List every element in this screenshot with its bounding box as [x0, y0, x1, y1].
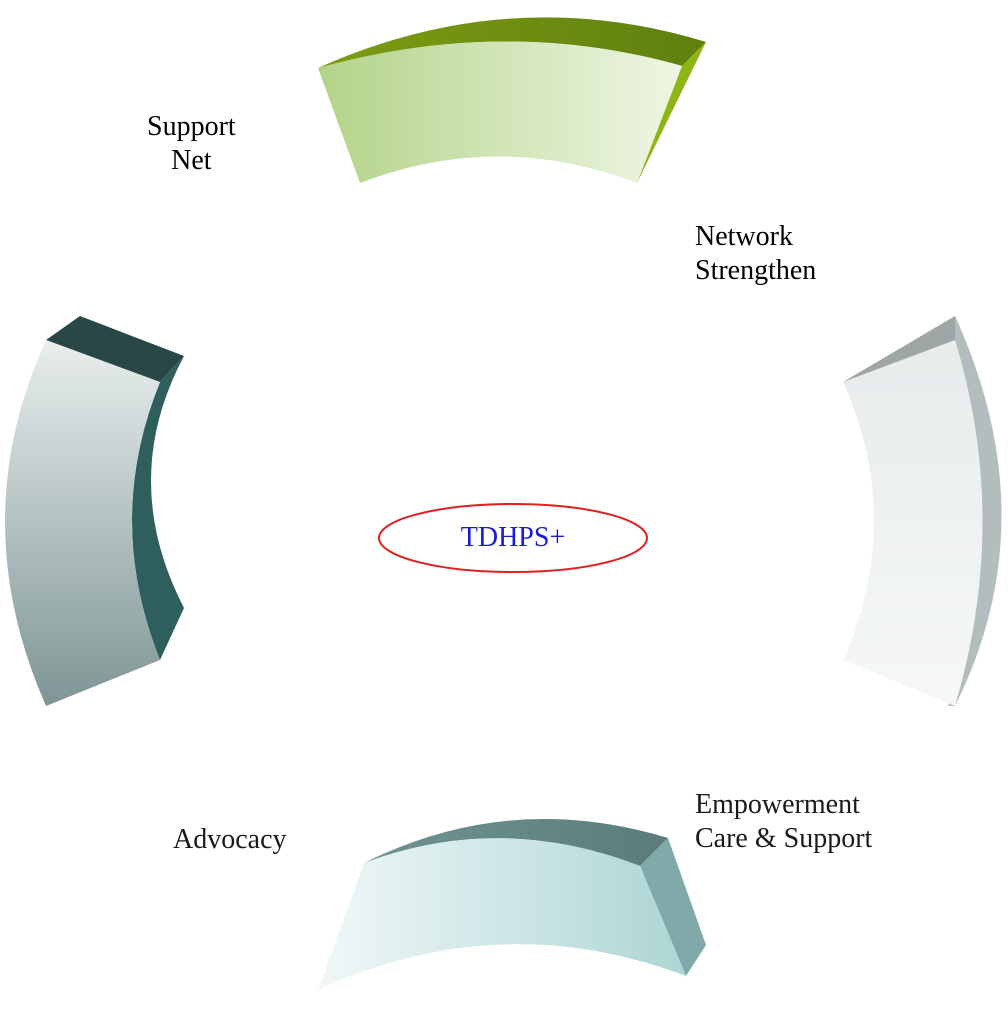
- segment-left: [5, 316, 184, 706]
- label-support-net: Support Net: [147, 110, 236, 178]
- segment-top-cap: [318, 17, 706, 68]
- segment-top-side: [637, 42, 706, 183]
- label-support-net-line2: Net: [171, 145, 212, 176]
- segment-left-side: [132, 356, 184, 660]
- segment-top: [318, 17, 706, 183]
- label-empowerment-line1: Empowerment: [695, 789, 860, 820]
- label-advocacy-text: Advocacy: [173, 824, 287, 855]
- segment-right: [843, 316, 1002, 706]
- label-empowerment: Empowerment Care & Support: [695, 788, 872, 856]
- label-network-line2: Strengthen: [695, 255, 817, 286]
- center-ellipse: [378, 503, 648, 573]
- center-label: TDHPS+: [460, 522, 566, 553]
- segment-bottom-face: [318, 838, 686, 990]
- label-network-line1: Network: [695, 221, 793, 252]
- segment-left-cap: [46, 316, 184, 382]
- label-support-net-line1: Support: [147, 111, 236, 142]
- label-advocacy: Advocacy: [173, 823, 287, 857]
- segment-left-face: [5, 340, 160, 706]
- segment-right-side-fill: [948, 316, 1002, 706]
- label-empowerment-line2: Care & Support: [695, 823, 873, 854]
- segment-right-cap: [843, 316, 955, 382]
- label-network-strengthen: Network Strengthen: [695, 220, 816, 288]
- segment-right-face: [843, 340, 983, 706]
- segment-bottom-cap: [364, 818, 668, 866]
- segment-bottom: [318, 818, 706, 990]
- segment-bottom-side: [640, 838, 706, 976]
- segment-top-face: [318, 41, 682, 183]
